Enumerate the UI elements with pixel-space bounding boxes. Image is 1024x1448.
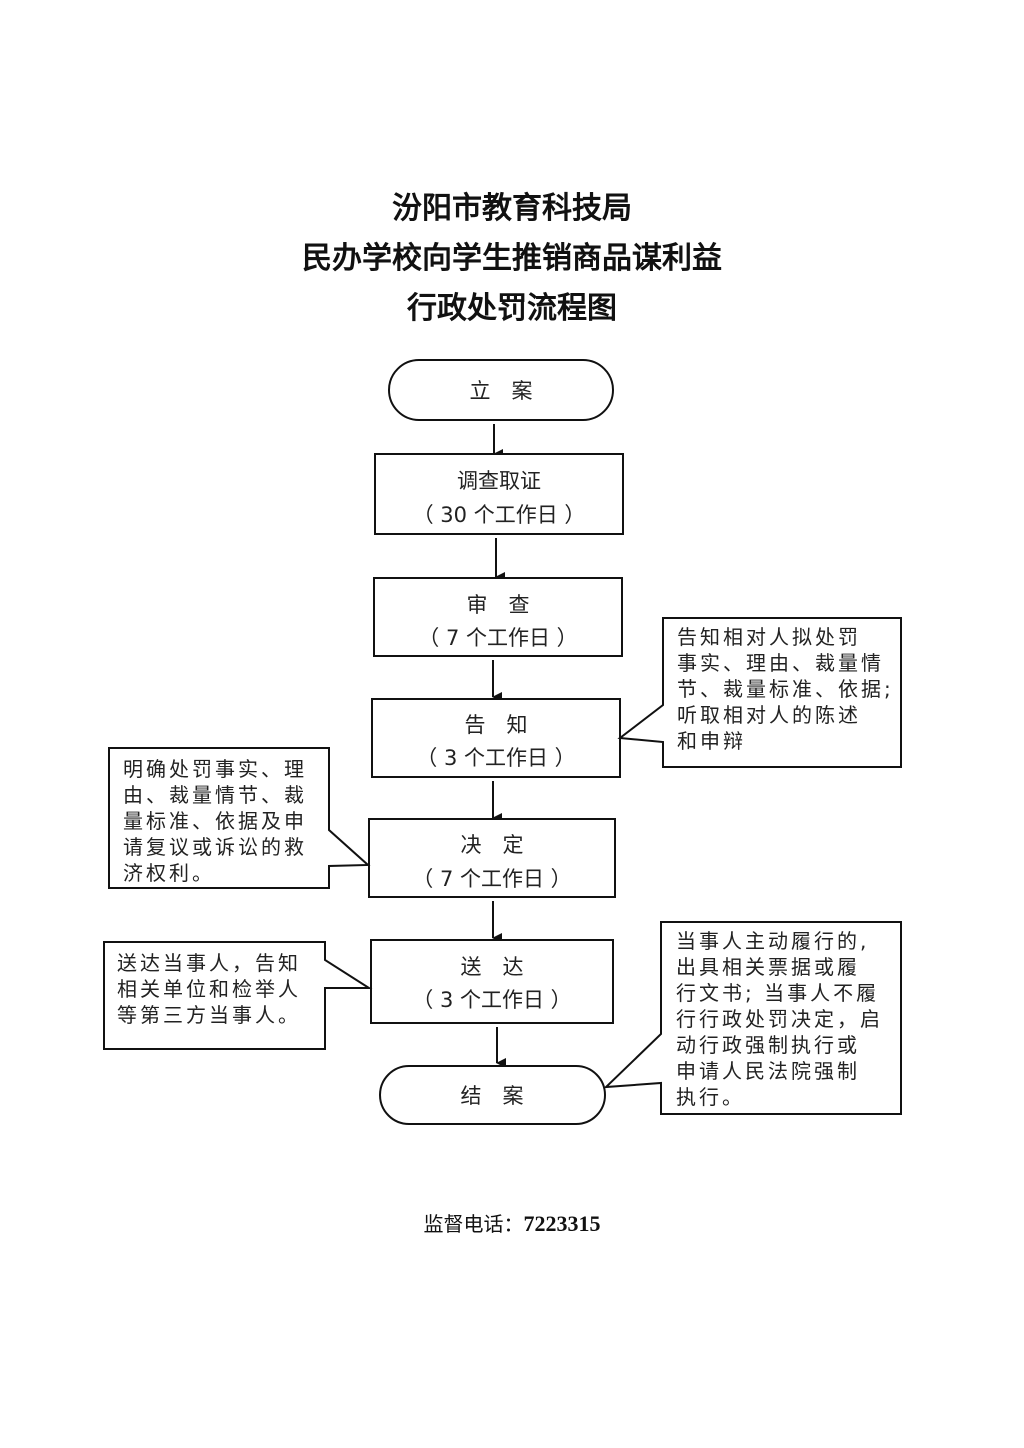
step-label: 告 知 [465,713,528,737]
note-line: 送达当事人，告知 [117,951,301,975]
note-line: 申请人民法院强制 [676,1059,860,1083]
callout-decide-note: 明确处罚事实、理 由、裁量情节、裁 量标准、依据及申 请复议或诉讼的救 济权利。 [108,747,371,889]
callout-shape [617,617,902,768]
step-label: 结 案 [461,1084,524,1108]
callout-deliver-note: 送达当事人，告知 相关单位和检举人 等第三方当事人。 [103,941,373,1050]
step-duration: （ 30 个工作日 ） [413,503,586,527]
step-duration: （ 3 个工作日 ） [412,988,571,1012]
note-line: 济权利。 [123,861,215,885]
note-line: 相关单位和检举人 [117,977,301,1001]
terminal-shape [388,359,614,421]
hotline-label: 监督电话： [423,1212,524,1236]
note-line: 由、裁量情节、裁 [123,783,307,807]
note-line: 节、裁量标准、依据; [677,677,894,701]
note-line: 听取相对人的陈述 [677,703,861,727]
step-label: 立 案 [470,379,533,403]
note-line: 量标准、依据及申 [123,809,307,833]
callout-close-note: 当事人主动履行的, 出具相关票据或履 行文书; 当事人不履 行行政处罚决定，启 … [603,921,902,1115]
note-line: 请复议或诉讼的救 [123,835,307,859]
step-label: 送 达 [461,955,524,979]
step-close: 结 案 [379,1065,606,1125]
callout-notify-note: 告知相对人拟处罚 事实、理由、裁量情 节、裁量标准、依据; 听取相对人的陈述 和… [617,617,902,768]
note-line: 等第三方当事人。 [117,1003,301,1027]
note-line: 当事人主动履行的, [676,929,869,953]
step-duration: （ 7 个工作日 ） [412,867,571,891]
process-box [374,453,624,535]
note-line: 明确处罚事实、理 [123,757,307,781]
step-duration: （ 7 个工作日 ） [418,626,577,650]
title-line-2: 民办学校向学生推销商品谋利益 [302,241,722,276]
step-duration: （ 3 个工作日 ） [416,746,575,770]
step-deliver: 送 达 （ 3 个工作日 ） [370,939,614,1024]
note-line: 执行。 [676,1085,745,1109]
process-box [370,939,614,1024]
step-label: 审 查 [467,593,530,617]
callout-shape [108,747,371,889]
step-label: 调查取证 [457,469,541,493]
supervision-hotline: 监督电话：7223315 [0,1208,1024,1237]
step-label: 决 定 [461,833,524,857]
process-box [368,818,616,898]
note-line: 事实、理由、裁量情 [677,651,884,675]
note-line: 行文书; 当事人不履 [676,981,879,1005]
step-investigate: 调查取证 （ 30 个工作日 ） [374,453,624,535]
title-line-1: 汾阳市教育科技局 [392,191,632,226]
note-line: 和申辩 [677,729,746,753]
step-notify: 告 知 （ 3 个工作日 ） [371,698,621,778]
process-box [371,698,621,778]
process-box [373,577,623,657]
note-line: 动行政强制执行或 [676,1033,860,1057]
title-line-3: 行政处罚流程图 [407,291,617,326]
hotline-number: 7223315 [523,1211,601,1236]
callout-shape [603,921,902,1115]
note-line: 出具相关票据或履 [676,955,860,979]
note-line: 告知相对人拟处罚 [677,625,861,649]
step-start: 立 案 [388,359,614,421]
callout-shape [103,941,373,1050]
step-review: 审 查 （ 7 个工作日 ） [373,577,623,657]
note-line: 行行政处罚决定，启 [676,1007,883,1031]
terminal-shape [379,1065,606,1125]
step-decide: 决 定 （ 7 个工作日 ） [368,818,616,898]
